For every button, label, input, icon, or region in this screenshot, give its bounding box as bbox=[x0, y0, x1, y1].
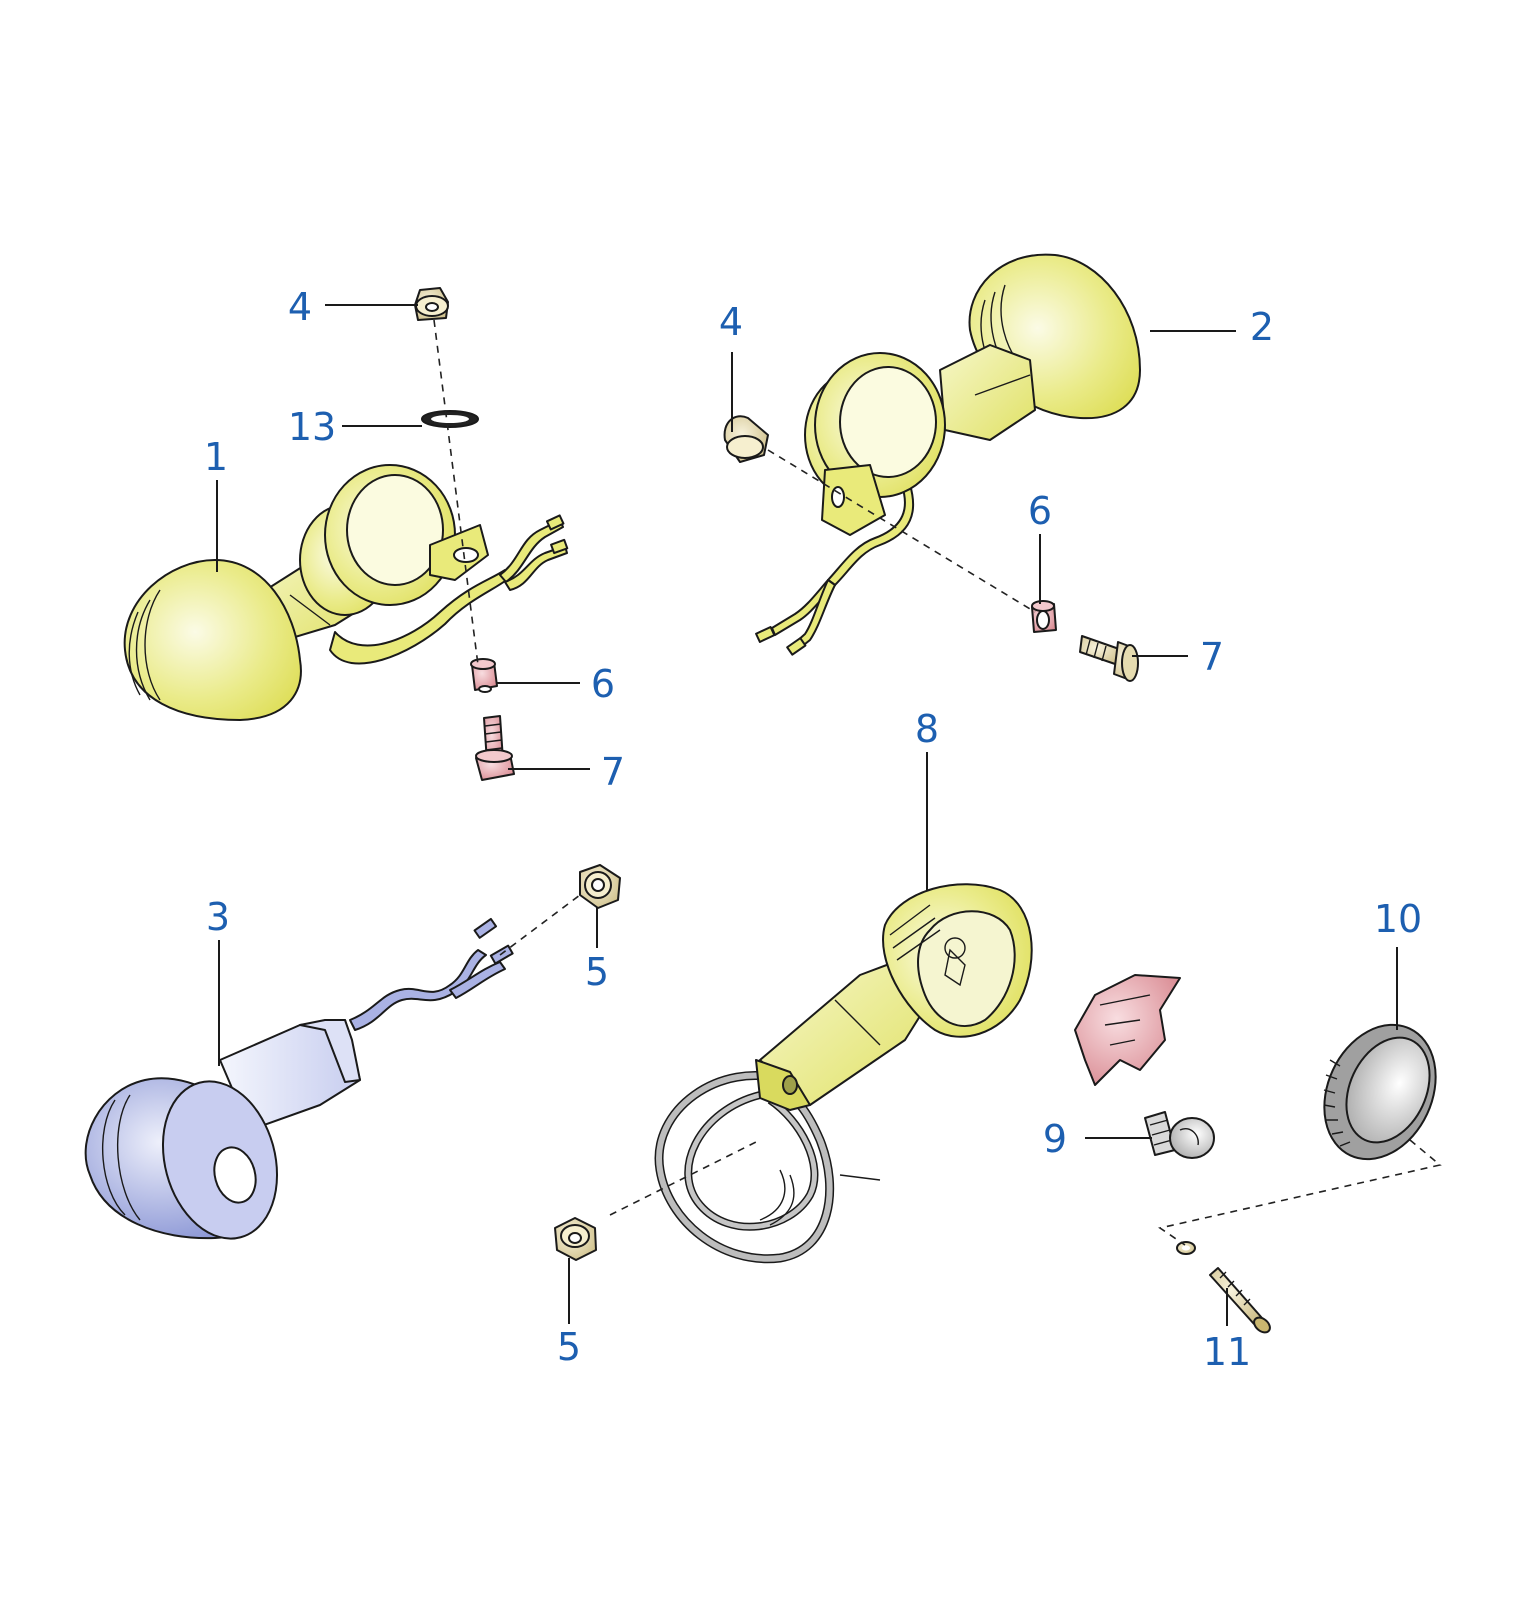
callout-5-upper: 5 bbox=[585, 950, 609, 994]
reflector-insert bbox=[1074, 974, 1181, 1086]
part-9-bulb bbox=[1144, 1111, 1215, 1159]
axis-line-part-8 bbox=[609, 1139, 761, 1216]
part-4-nut-left bbox=[414, 287, 449, 321]
part-13-washer bbox=[421, 410, 479, 428]
part-10-lens bbox=[1323, 1023, 1437, 1161]
callout-11: 11 bbox=[1203, 1330, 1251, 1374]
part-6-collar-right bbox=[1031, 600, 1057, 633]
callout-8: 8 bbox=[915, 707, 939, 751]
callout-9: 9 bbox=[1043, 1117, 1067, 1161]
leader-lines bbox=[216, 304, 1398, 1326]
callout-10: 10 bbox=[1374, 897, 1422, 941]
callout-3: 3 bbox=[206, 895, 230, 939]
callout-4-right: 4 bbox=[719, 300, 743, 344]
axis-line-part-1-hardware bbox=[433, 319, 479, 666]
part-2-turn-signal-right bbox=[755, 253, 1141, 656]
axis-line-part-2-hardware bbox=[767, 449, 1036, 613]
part-11-screw bbox=[1176, 1241, 1271, 1334]
part-7-bolt-right bbox=[1079, 635, 1139, 682]
part-5-nut-lower bbox=[554, 1217, 597, 1261]
callout-labels: 1 2 3 4 4 5 5 6 6 7 7 8 9 10 11 13 bbox=[204, 285, 1422, 1374]
callout-5-lower: 5 bbox=[557, 1325, 581, 1369]
callout-6-left: 6 bbox=[591, 662, 615, 706]
part-1-turn-signal-left bbox=[123, 464, 569, 721]
part-4-nut-right bbox=[723, 415, 769, 463]
axis-line-part-3 bbox=[499, 894, 581, 956]
callout-7-right: 7 bbox=[1200, 635, 1224, 679]
part-5-nut-upper bbox=[579, 864, 621, 909]
callout-6-right: 6 bbox=[1028, 489, 1052, 533]
part-8-indicator-housing bbox=[654, 883, 1033, 1264]
axis-line-part-10-11 bbox=[1158, 1139, 1442, 1246]
callout-1: 1 bbox=[204, 435, 228, 479]
part-3-turn-signal-blue bbox=[84, 917, 514, 1240]
part-7-bolt-left bbox=[475, 715, 515, 781]
callout-7-left: 7 bbox=[601, 750, 625, 794]
callout-2: 2 bbox=[1250, 305, 1274, 349]
callout-4-left: 4 bbox=[288, 285, 312, 329]
callout-13: 13 bbox=[288, 405, 336, 449]
part-6-collar-left bbox=[470, 658, 498, 693]
